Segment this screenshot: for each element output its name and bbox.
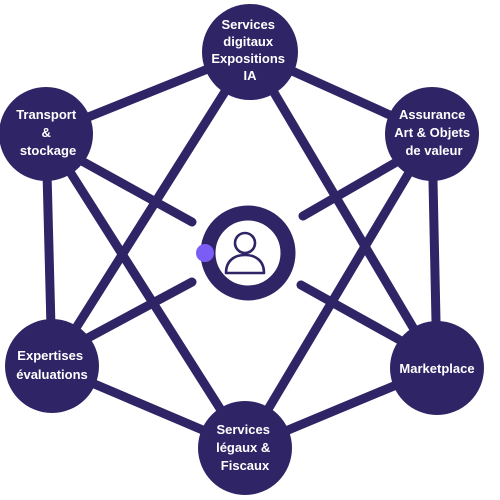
node-label: Services légaux & Fiscaux <box>216 422 274 473</box>
accent-dot <box>196 244 214 262</box>
node-label: Expertises évaluations <box>16 348 88 382</box>
user-icon <box>224 231 266 275</box>
node-marketplace[interactable]: Marketplace <box>390 321 484 415</box>
node-label: Marketplace <box>399 361 474 376</box>
spoke-marketplace <box>296 280 410 348</box>
node-assurance[interactable]: Assurance Art & Objets de valeur <box>385 87 479 181</box>
node-services-digitaux[interactable]: Services digitaux Expositions IA <box>202 4 298 100</box>
node-label: Assurance Art & Objets de valeur <box>394 107 473 158</box>
edge-services-marketplace <box>245 47 442 373</box>
edge-services-expertises <box>47 47 255 371</box>
spoke-transport <box>75 155 197 227</box>
edge-transport-legaux <box>41 129 250 453</box>
edge-assurance-legaux <box>240 129 437 453</box>
center-hub <box>196 205 296 301</box>
node-label: Transport & stockage <box>16 107 80 158</box>
node-services-legaux[interactable]: Services légaux & Fiscaux <box>198 401 292 495</box>
node-label: Services digitaux Expositions IA <box>211 17 288 83</box>
spoke-expertises <box>79 277 197 345</box>
spoke-assurance <box>298 155 405 221</box>
node-expertises[interactable]: Expertises évaluations <box>5 319 99 413</box>
node-transport[interactable]: Transport & stockage <box>0 87 93 181</box>
